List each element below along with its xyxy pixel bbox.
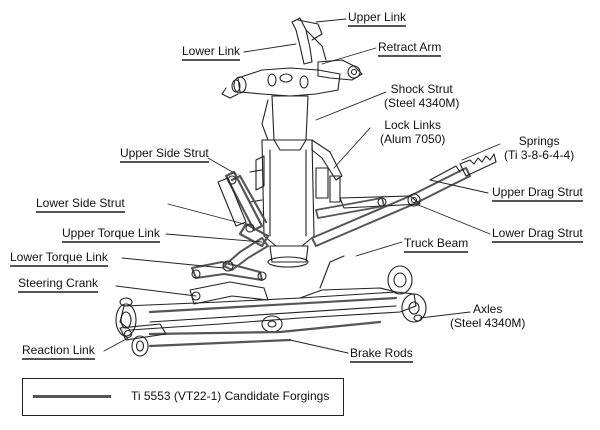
reaction-link-part — [119, 323, 167, 341]
brake-rods-part — [148, 320, 382, 348]
axle-rear-left — [387, 265, 413, 295]
label-axles-material: (Steel 4340M) — [450, 316, 526, 330]
label-steering-crank: Steering Crank — [18, 276, 99, 293]
retract-arm-part — [317, 59, 363, 81]
shock-strut-part — [249, 95, 315, 268]
torque-link-outline — [191, 260, 267, 281]
label-shock-strut: Shock Strut (Steel 4340M) — [384, 82, 459, 110]
label-upper-link: Upper Link — [348, 10, 407, 27]
leader-lines — [103, 18, 501, 354]
label-brake-rods: Brake Rods — [350, 346, 413, 363]
side-strut-part — [224, 170, 270, 248]
label-lower-drag-strut: Lower Drag Strut — [492, 226, 583, 243]
label-lower-side-strut: Lower Side Strut — [36, 196, 125, 213]
label-springs-name: Springs — [518, 134, 560, 148]
label-lower-link: Lower Link — [182, 44, 241, 61]
label-springs: Springs (Ti 3-8-6-4-4) — [504, 134, 574, 162]
label-truck-beam: Truck Beam — [404, 236, 469, 253]
axle-front-right — [131, 335, 149, 357]
label-springs-material: (Ti 3-8-6-4-4) — [504, 148, 575, 162]
axle-rear-right — [401, 293, 427, 323]
springs-part — [459, 153, 497, 177]
side-strut-outline — [217, 175, 255, 233]
label-axles-name: Axles — [473, 302, 503, 316]
label-lock-links-material: (Alum 7050) — [380, 132, 446, 146]
label-shock-strut-material: (Steel 4340M) — [384, 96, 460, 110]
label-retract-arm: Retract Arm — [378, 40, 442, 57]
label-shock-strut-name: Shock Strut — [390, 82, 453, 96]
axle-front-left — [115, 297, 137, 337]
axle-mid — [261, 315, 283, 333]
label-lock-links-name: Lock Links — [384, 118, 442, 132]
upper-link-part — [291, 17, 327, 65]
label-axles: Axles (Steel 4340M) — [450, 302, 525, 330]
label-upper-torque-link: Upper Torque Link — [62, 226, 160, 243]
legend-text: Ti 5553 (VT22-1) Candidate Forgings — [131, 389, 330, 403]
trunnion — [221, 67, 341, 99]
label-reaction-link: Reaction Link — [22, 343, 95, 360]
drag-strut-part — [311, 165, 471, 247]
lock-links-part — [311, 139, 343, 203]
label-lower-torque-link: Lower Torque Link — [10, 250, 108, 267]
label-lock-links: Lock Links (Alum 7050) — [380, 118, 445, 146]
label-upper-drag-strut: Upper Drag Strut — [492, 185, 583, 202]
legend-swatch — [33, 395, 111, 398]
label-upper-side-strut: Upper Side Strut — [120, 146, 209, 163]
truck-beam-part — [119, 255, 417, 331]
legend: Ti 5553 (VT22-1) Candidate Forgings — [22, 378, 344, 416]
